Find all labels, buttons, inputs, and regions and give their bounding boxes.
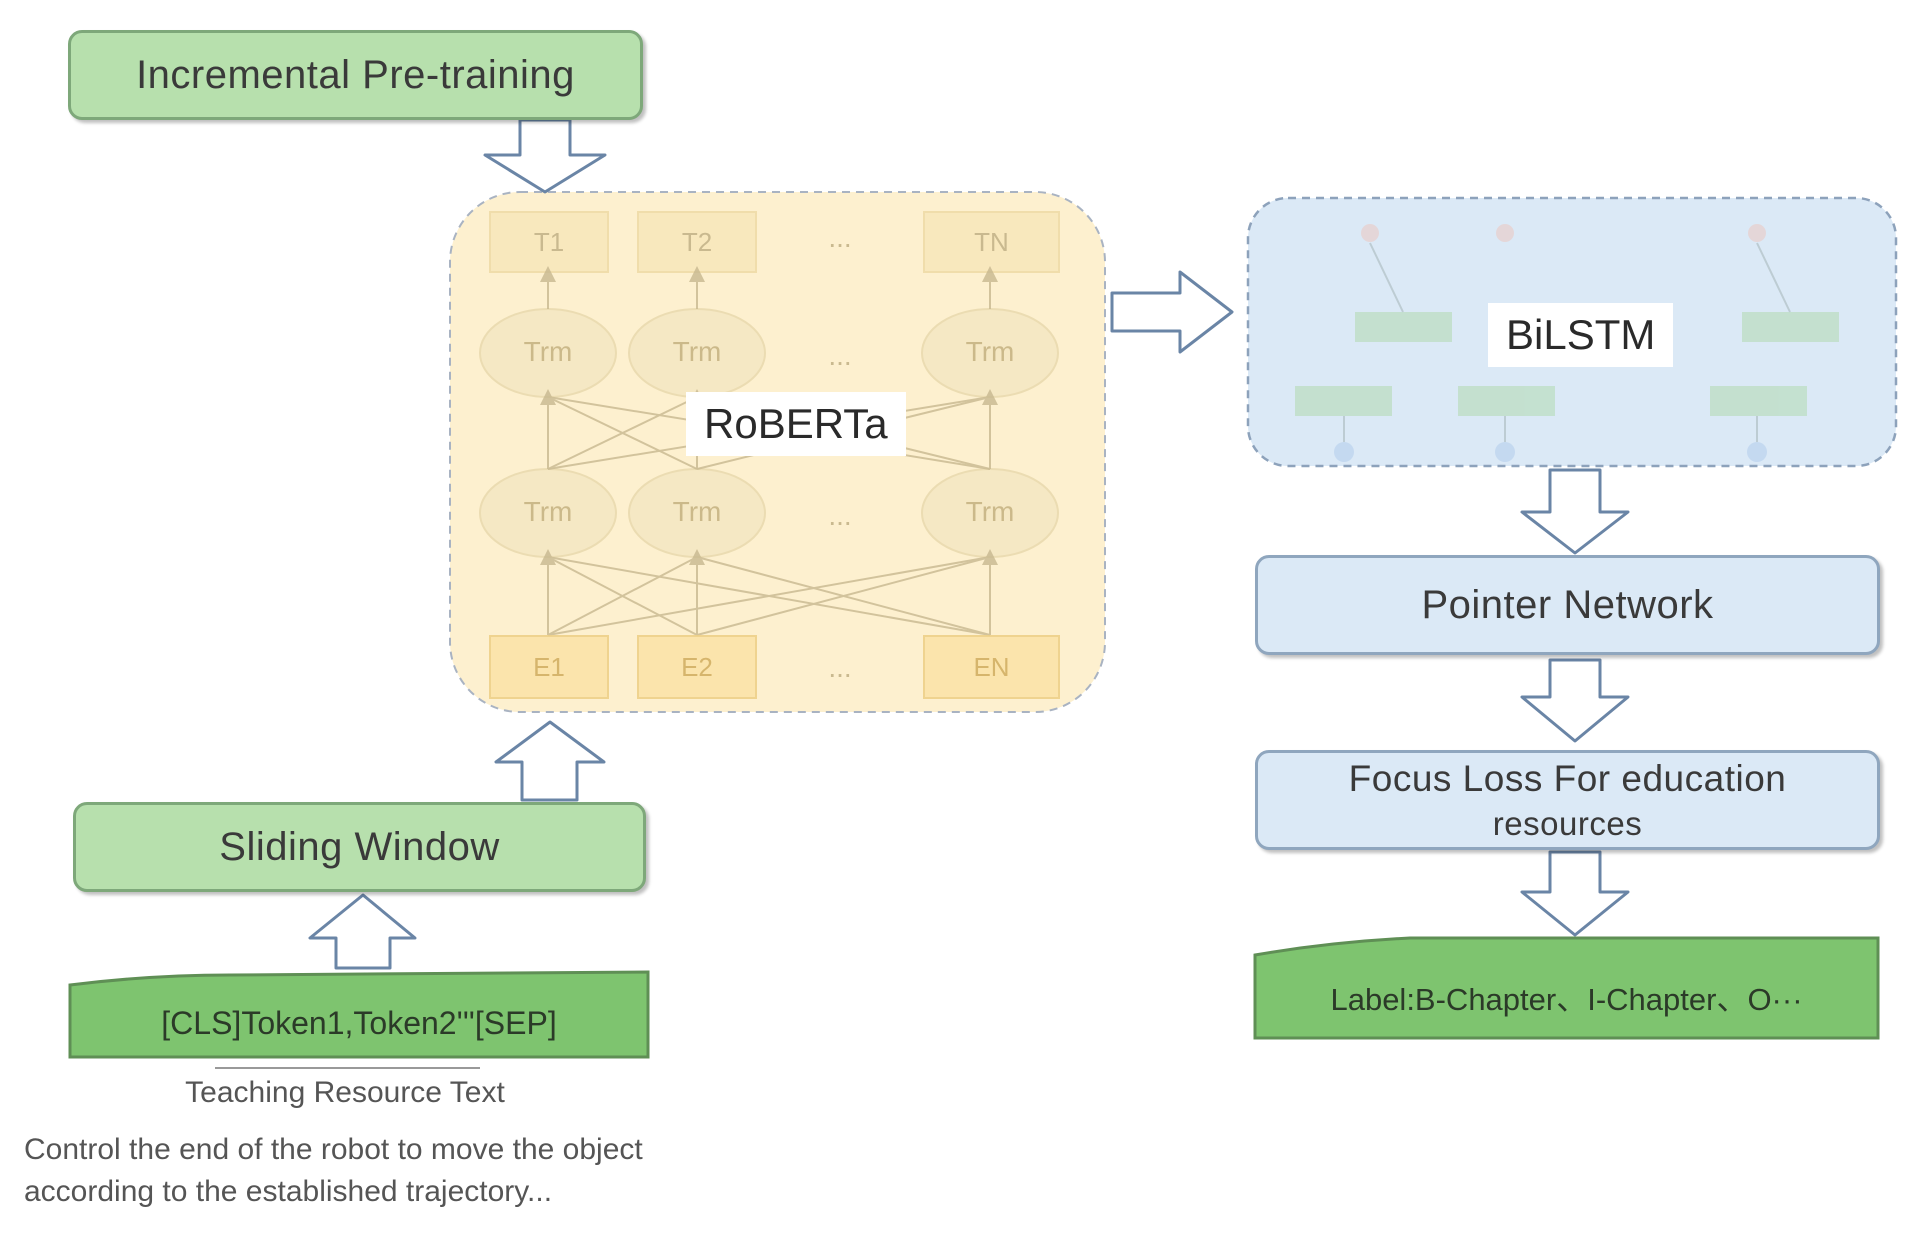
arrow-right-roberta bbox=[1110, 270, 1234, 354]
label-output-box: Label:B-Chapter、I-Chapter、O··· bbox=[1255, 955, 1878, 1037]
arrow-up-sliding-window bbox=[494, 720, 606, 802]
roberta-output-ellipsis: ... bbox=[828, 222, 852, 253]
trm-node-2-2: Trm bbox=[672, 496, 722, 527]
trm-node-1-1: Trm bbox=[523, 336, 573, 367]
trm-row1-ellipsis: ... bbox=[828, 340, 852, 371]
label-output-text: Label:B-Chapter、I-Chapter、O··· bbox=[1330, 981, 1803, 1017]
teaching-resource-caption: Teaching Resource Text bbox=[185, 1076, 505, 1109]
embedding-ellipsis: ... bbox=[828, 652, 852, 683]
roberta-trm-nodes bbox=[479, 308, 1059, 558]
embedding-e1: E1 bbox=[533, 651, 565, 682]
sliding-window-box: Sliding Window bbox=[73, 802, 646, 892]
trm-node-1-2: Trm bbox=[672, 336, 722, 367]
trm-node-2-1: Trm bbox=[523, 496, 573, 527]
focus-loss-label-line1: Focus Loss For education bbox=[1348, 758, 1787, 800]
arrow-up-input bbox=[308, 893, 417, 970]
bilstm-title: BiLSTM bbox=[1488, 303, 1674, 367]
input-tokens-box: [CLS]Token1,Token2'''[SEP] bbox=[70, 990, 648, 1056]
embedding-en: EN bbox=[973, 651, 1010, 682]
roberta-title: RoBERTa bbox=[686, 392, 906, 456]
label-output-shape bbox=[1253, 936, 1880, 1040]
example-text-line-1: Control the end of the robot to move the… bbox=[24, 1133, 643, 1166]
roberta-output-t2: T2 bbox=[681, 226, 713, 257]
arrow-down-pretraining bbox=[483, 118, 607, 194]
bilstm-internals bbox=[1295, 224, 1839, 462]
sliding-window-label: Sliding Window bbox=[219, 824, 500, 869]
example-text-line-2: according to the established trajectory.… bbox=[24, 1175, 553, 1208]
trm-row2-ellipsis: ... bbox=[828, 500, 852, 531]
roberta-output-t1: T1 bbox=[533, 226, 565, 257]
arrow-down-focus bbox=[1520, 850, 1630, 937]
pointer-network-label: Pointer Network bbox=[1421, 582, 1714, 627]
roberta-output-tn: TN bbox=[974, 226, 1009, 257]
focus-loss-label-line2: resources bbox=[1492, 804, 1643, 842]
arrow-down-bilstm bbox=[1520, 468, 1630, 555]
incremental-pretraining-label: Incremental Pre-training bbox=[136, 52, 575, 97]
input-tokens-shape bbox=[68, 970, 650, 1059]
focus-loss-box: Focus Loss For education resources bbox=[1255, 750, 1880, 850]
roberta-embeddings bbox=[489, 635, 1060, 699]
arrow-down-pointer bbox=[1520, 658, 1630, 743]
trm-node-2-3: Trm bbox=[965, 496, 1015, 527]
embedding-e2: E2 bbox=[681, 651, 713, 682]
input-tokens-label: [CLS]Token1,Token2'''[SEP] bbox=[161, 1004, 557, 1041]
roberta-connections bbox=[540, 266, 998, 636]
trm-node-1-3: Trm bbox=[965, 336, 1015, 367]
pointer-network-box: Pointer Network bbox=[1255, 555, 1880, 655]
incremental-pretraining-box: Incremental Pre-training bbox=[68, 30, 643, 120]
